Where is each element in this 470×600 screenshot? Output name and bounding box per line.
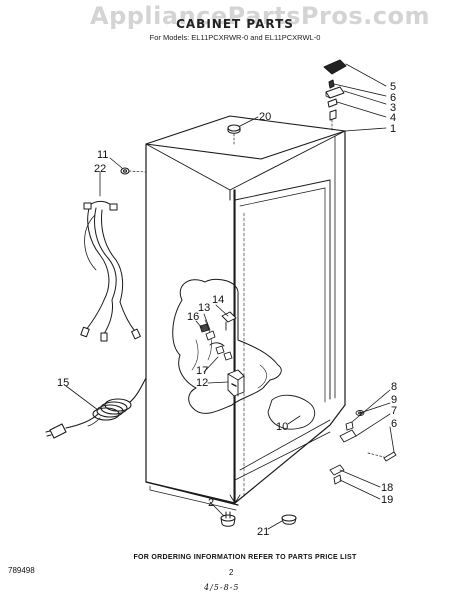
part-21-foot [281, 514, 297, 525]
part-15-power-cord [45, 377, 147, 439]
callout-5: 5 [390, 81, 396, 93]
callout-4: 4 [390, 112, 396, 124]
callout-11: 11 [97, 149, 108, 161]
part-11-grommet [120, 167, 147, 175]
callout-2: 2 [208, 497, 214, 509]
callout-12: 12 [196, 377, 208, 389]
callout-20: 20 [259, 111, 271, 123]
page-number: 2 [229, 568, 234, 577]
part-22-wiring-harness [80, 200, 141, 342]
hinge-assembly-bottom [329, 410, 397, 485]
callout-16: 16 [187, 311, 199, 323]
callout-3: 3 [390, 102, 396, 114]
callout-18: 18 [381, 482, 393, 494]
document-number: 789498 [8, 566, 35, 575]
callout-13: 13 [198, 302, 210, 314]
interior-parts-cluster [199, 311, 245, 397]
part-2-leveling-leg [220, 511, 236, 527]
callout-10: 10 [276, 421, 288, 433]
callout-14: 14 [212, 294, 224, 306]
callout-7: 7 [391, 405, 397, 417]
callout-1: 1 [390, 123, 396, 135]
callout-19: 19 [381, 494, 393, 506]
callout-22: 22 [94, 163, 106, 175]
callout-21: 21 [257, 526, 269, 538]
page-title: CABINET PARTS [176, 17, 294, 31]
callout-6: 6 [390, 92, 396, 104]
model-subtitle: For Models: EL11PCXRWR-0 and EL11PCXRWL-… [149, 33, 321, 42]
leader-lines [65, 63, 395, 530]
part-20-cap [227, 124, 241, 146]
callout-17: 17 [196, 365, 208, 377]
callout-numbers: 5 6 3 4 1 20 11 22 14 13 16 17 12 15 8 9… [57, 81, 397, 538]
callout-15: 15 [57, 377, 69, 389]
callout-9: 9 [391, 394, 397, 406]
callout-6b: 6 [391, 418, 397, 430]
watermark: AppliancePartsPros.com [90, 2, 430, 30]
ordering-note: FOR ORDERING INFORMATION REFER TO PARTS … [133, 554, 357, 561]
date-code: 4/5-8-5 [204, 583, 240, 592]
hinge-assembly-top [323, 59, 347, 132]
insulation-cutaway [172, 278, 316, 430]
callout-8: 8 [391, 381, 397, 393]
